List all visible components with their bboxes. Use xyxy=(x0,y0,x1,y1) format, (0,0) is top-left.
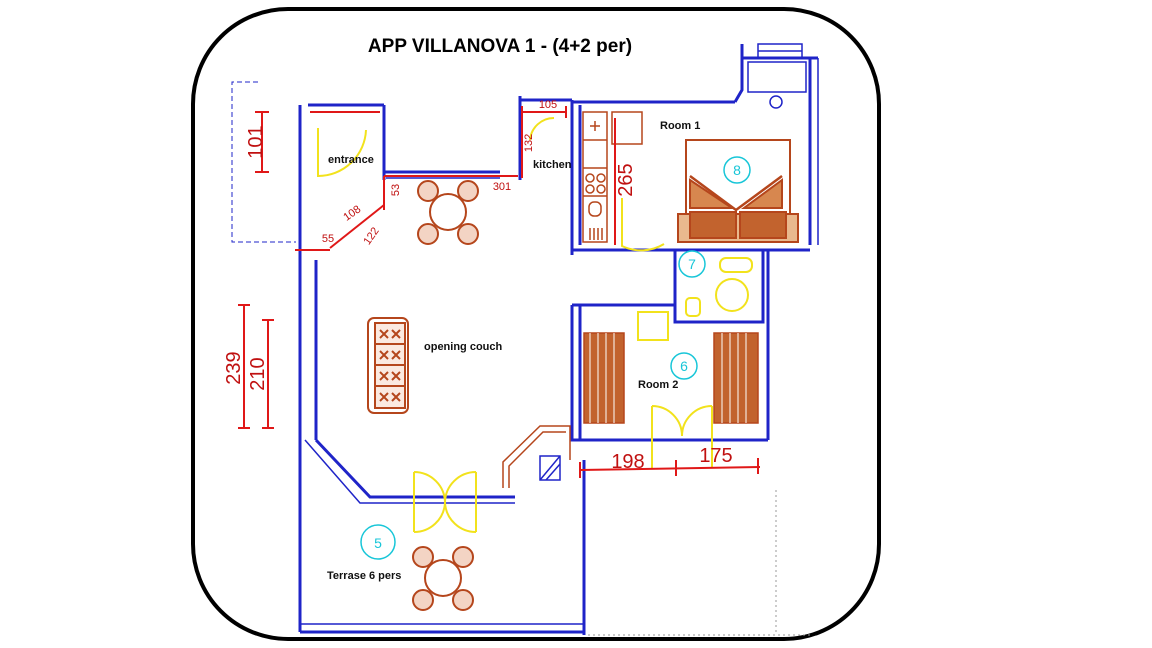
dim-265: 265 xyxy=(615,163,637,196)
dim-301: 301 xyxy=(493,181,511,193)
svg-text:7: 7 xyxy=(688,256,696,272)
dim-122: 122 xyxy=(361,225,381,247)
dim-210: 210 xyxy=(247,357,269,390)
marker-terrace: 5 xyxy=(360,524,396,560)
dim-175: 175 xyxy=(699,445,732,467)
dim-132: 132 xyxy=(523,134,535,152)
stair-railing xyxy=(502,425,571,488)
kitchen-counter xyxy=(582,111,643,243)
dim-239: 239 xyxy=(223,351,245,384)
label-room2: Room 2 xyxy=(638,379,678,391)
window-room1 xyxy=(757,43,803,59)
opening-couch xyxy=(367,317,409,414)
label-kitchen: kitchen xyxy=(533,159,572,171)
dimension-lines xyxy=(238,106,761,478)
dim-55: 55 xyxy=(322,233,334,245)
dining-table-terrace xyxy=(412,546,474,611)
walls xyxy=(298,44,819,635)
marker-bathroom: 7 xyxy=(678,250,706,278)
label-entrance: entrance xyxy=(328,154,374,166)
dim-198: 198 xyxy=(611,451,644,473)
dim-108: 108 xyxy=(341,203,363,223)
marker-bedroom1: 8 xyxy=(723,156,751,184)
doors xyxy=(317,116,713,534)
svg-text:6: 6 xyxy=(680,358,688,374)
svg-text:5: 5 xyxy=(374,535,382,551)
label-room1: Room 1 xyxy=(660,120,700,132)
plan-frame xyxy=(191,7,881,641)
label-couch: opening couch xyxy=(424,341,503,353)
plan-title: APP VILLANOVA 1 - (4+2 per) xyxy=(368,36,632,57)
label-terrace: Terrase 6 pers xyxy=(327,570,401,582)
dim-53: 53 xyxy=(390,184,402,196)
double-bed xyxy=(677,139,799,243)
outline-left xyxy=(231,81,296,243)
desk-room1 xyxy=(747,61,807,109)
single-bed-right xyxy=(713,332,759,424)
dim-101: 101 xyxy=(245,125,267,158)
dining-table-top xyxy=(417,180,479,245)
dim-105: 105 xyxy=(539,99,557,111)
marker-bedroom2: 6 xyxy=(670,352,698,380)
single-bed-left xyxy=(583,332,625,424)
bathroom-fixtures xyxy=(685,257,753,317)
svg-text:8: 8 xyxy=(733,162,741,178)
